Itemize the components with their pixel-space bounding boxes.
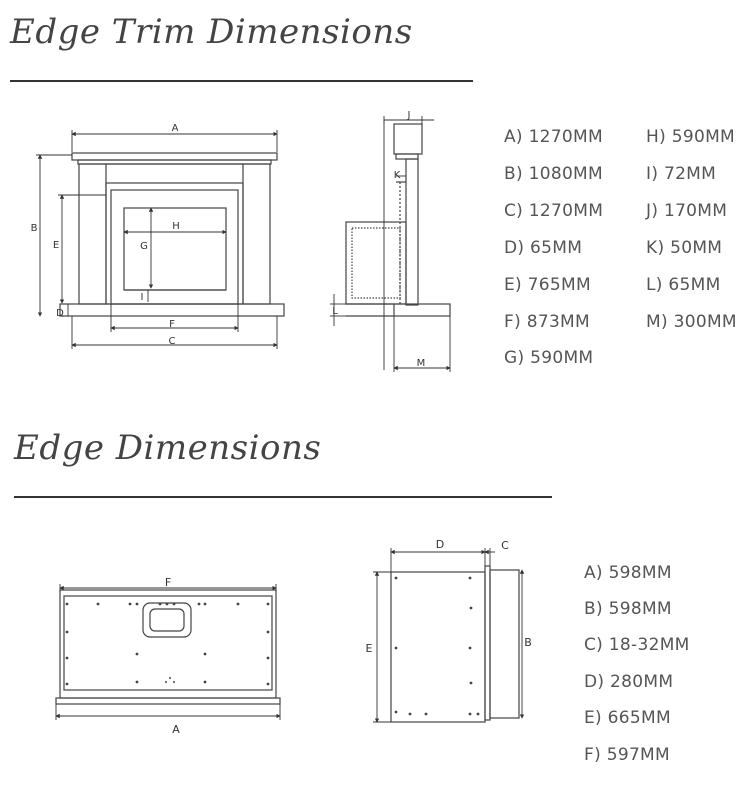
spec-item: K) 50MM [646, 238, 723, 258]
spec-item: G) 590MM [504, 348, 594, 368]
dim-label-b: B [31, 223, 38, 234]
dim-label-e: E [366, 642, 373, 655]
spec-item: E) 665MM [584, 708, 671, 728]
spec-item: F) 873MM [504, 312, 590, 332]
dim-label-m: M [417, 358, 426, 369]
dim-label-b: B [524, 636, 532, 649]
spec-item: J) 170MM [646, 201, 728, 221]
spec-item: A) 598MM [584, 563, 672, 583]
spec-item: F) 597MM [584, 745, 670, 765]
dimension-lines [330, 116, 451, 372]
dim-label-d: D [56, 308, 64, 319]
dim-label-c: C [501, 539, 509, 552]
dimension-lines [373, 548, 525, 723]
dim-label-a: A [172, 723, 180, 736]
spec-item: M) 300MM [646, 312, 737, 332]
dimension-lines [36, 130, 278, 349]
dimension-labels: A B E D C F H G I [31, 123, 180, 347]
dim-label-f: F [165, 576, 171, 589]
edge-unit-side-holes [394, 576, 480, 716]
dim-label-a: A [172, 123, 179, 134]
edge-unit-side-view [390, 565, 520, 723]
fireplace-side-view [345, 123, 451, 317]
spec-item: B) 598MM [584, 599, 672, 619]
spec-item: D) 65MM [504, 238, 583, 258]
spec-item: D) 280MM [584, 672, 674, 692]
dim-label-f: F [169, 319, 175, 330]
dimension-labels: F A [165, 576, 180, 736]
dim-label-i: I [141, 292, 144, 303]
spec-item: B) 1080MM [504, 164, 603, 184]
spec-item: E) 765MM [504, 275, 591, 295]
dim-label-k: K [394, 170, 401, 181]
section-divider [10, 80, 473, 82]
dimension-labels: J K L M [332, 110, 425, 369]
dimension-labels: D C E B [366, 538, 532, 655]
spec-item: C) 1270MM [504, 201, 604, 221]
spec-item: A) 1270MM [504, 127, 603, 147]
dim-label-d: D [436, 538, 444, 551]
dim-label-c: C [169, 336, 176, 347]
section-title-edge-trim: Edge Trim Dimensions [10, 12, 413, 52]
dim-label-h: H [172, 221, 180, 232]
spec-item: I) 72MM [646, 164, 717, 184]
section-divider [14, 496, 552, 498]
spec-item: L) 65MM [646, 275, 721, 295]
dim-label-g: G [140, 241, 148, 252]
dim-label-j: J [407, 110, 411, 121]
fireplace-front-view [59, 152, 285, 317]
dim-label-e: E [53, 240, 59, 251]
dim-label-l: L [332, 306, 338, 317]
spec-item: C) 18-32MM [584, 635, 690, 655]
dimension-lines [55, 584, 281, 720]
edge-unit-front-holes [65, 602, 270, 686]
edge-unit-front-view [55, 589, 281, 705]
spec-item: H) 590MM [646, 127, 736, 147]
section-title-edge: Edge Dimensions [14, 428, 322, 468]
